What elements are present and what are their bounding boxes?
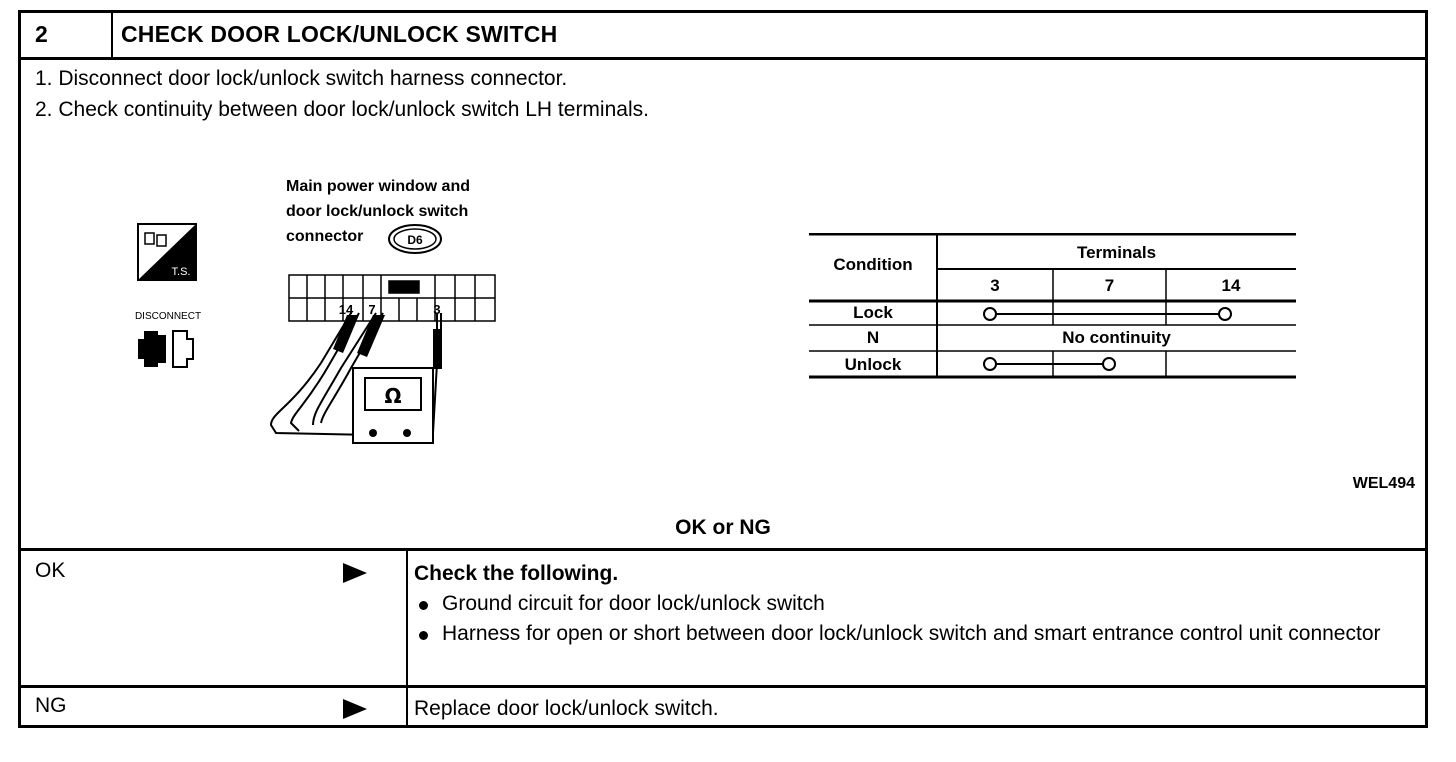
result-row-ok: OK Check the following. Ground circuit f… (21, 548, 1425, 688)
condition-unlock: Unlock (844, 355, 902, 374)
ts-label: T.S. (172, 266, 191, 278)
continuity-table: Condition Terminals 3 7 14 Lock N No con… (809, 233, 1296, 381)
step-number: 2 (35, 21, 48, 47)
result-divider (406, 688, 408, 728)
terminal-col-14: 14 (1221, 276, 1241, 295)
disconnect-label: DISCONNECT (135, 311, 201, 322)
ts-icon: T.S. (137, 223, 197, 281)
ok-or-ng-label: OK or NG (675, 516, 771, 539)
instruction-step-1: 1. Disconnect door lock/unlock switch ha… (35, 67, 568, 90)
terminal-7-label: 7 (368, 302, 375, 317)
instruction-step-2: 2. Check continuity between door lock/un… (35, 98, 649, 121)
continuity-table-grid (809, 233, 1296, 379)
wiring-figure: Main power window and door lock/unlock s… (21, 13, 1425, 725)
terminal-3-label: 3 (433, 302, 440, 317)
arrow-right-icon (343, 699, 367, 719)
condition-lock: Lock (853, 303, 893, 322)
lock-continuity-line (983, 307, 1232, 321)
connector-label-line-2: door lock/unlock switch (286, 203, 469, 220)
ng-label: NG (35, 694, 67, 717)
ohmmeter: Ω (352, 367, 434, 444)
disconnect-icon (138, 330, 194, 368)
arrow-right-icon (343, 563, 367, 583)
inspection-step-box: 2 CHECK DOOR LOCK/UNLOCK SWITCH 1. Disco… (18, 10, 1428, 728)
connector-grid (288, 274, 496, 322)
connector-label-line-3: connector (286, 228, 364, 245)
ok-action-item: Harness for open or short between door l… (414, 619, 1412, 649)
ok-action: Check the following. Ground circuit for … (414, 559, 1412, 649)
wiring-diagram: D6 T.S. DISCONNECT (135, 223, 496, 444)
no-continuity-note: No continuity (1062, 328, 1171, 347)
result-divider (406, 551, 408, 688)
ohm-symbol: Ω (384, 384, 401, 408)
terminal-14-label: 14 (339, 302, 354, 317)
unlock-continuity-line (983, 357, 1116, 371)
probe-tips (333, 315, 442, 369)
ng-action: Replace door lock/unlock switch. (414, 697, 719, 720)
figure-code: WEL494 (1352, 475, 1415, 492)
terminal-col-3: 3 (990, 276, 1000, 295)
step-title: CHECK DOOR LOCK/UNLOCK SWITCH (121, 21, 558, 47)
connector-label-line-1: Main power window and (286, 178, 470, 195)
ok-label: OK (35, 559, 66, 582)
condition-n: N (866, 328, 880, 347)
condition-header: Condition (833, 255, 913, 274)
connector-id-text: D6 (407, 233, 423, 247)
result-row-ng: NG Replace door lock/unlock switch. (21, 685, 1425, 728)
terminal-col-7: 7 (1104, 276, 1115, 295)
connector-id-badge: D6 (388, 224, 442, 254)
header-divider (111, 13, 113, 57)
ok-action-heading: Check the following. (414, 562, 619, 585)
ok-action-item: Ground circuit for door lock/unlock swit… (414, 589, 1412, 619)
terminals-header: Terminals (1076, 243, 1157, 262)
step-header: 2 CHECK DOOR LOCK/UNLOCK SWITCH (21, 13, 1425, 60)
